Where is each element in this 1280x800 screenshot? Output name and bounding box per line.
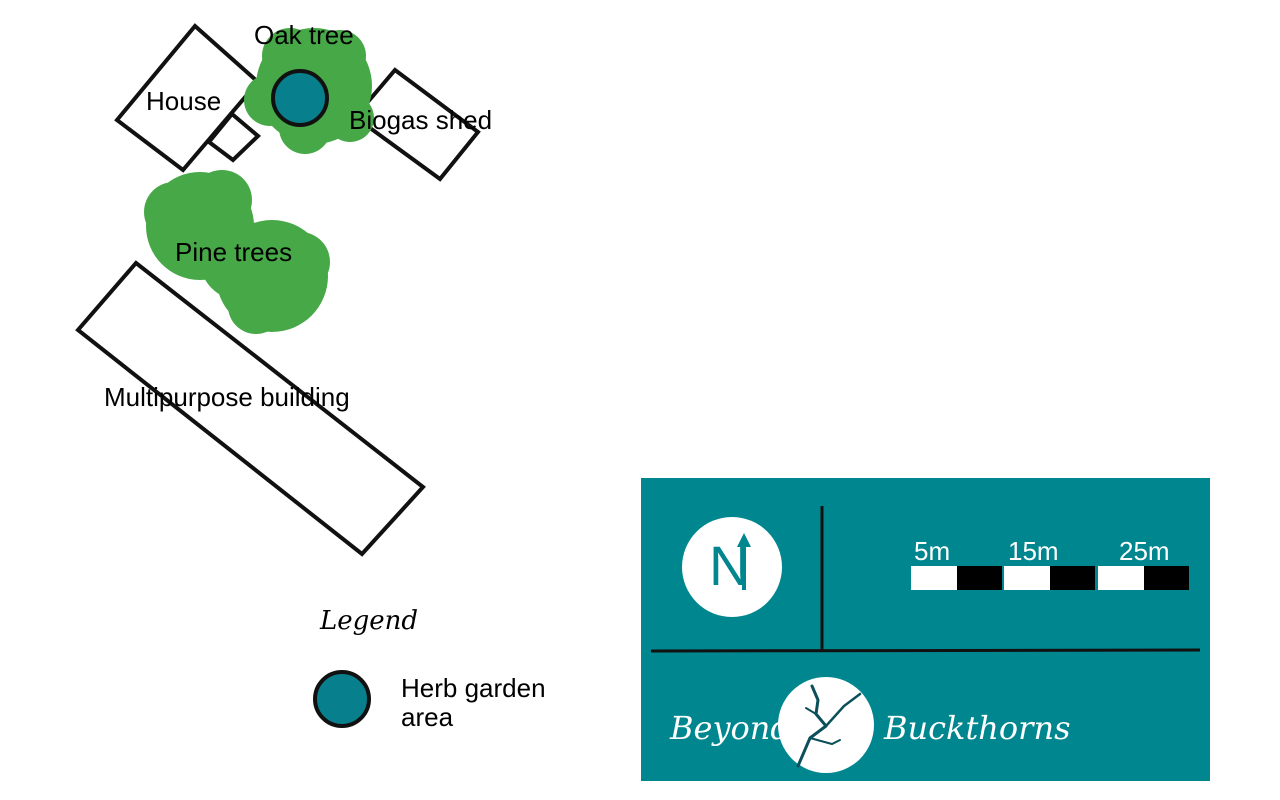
scale-label-15m: 15m [1008,536,1059,566]
biogas-shed-label: Biogas shed [349,105,493,135]
house-annex-outline[interactable] [206,111,261,163]
north-letter: N [709,534,750,597]
herb-garden-circle-icon [313,670,371,728]
brand-name-right: Buckthorns [884,709,1071,747]
multipurpose-building-outline[interactable] [75,260,426,557]
north-arrow-icon [682,517,782,617]
panel-horizontal-divider [650,648,1201,653]
multipurpose-building-label: Multipurpose building [104,382,350,412]
pine-trees-label: Pine trees [175,237,293,267]
scale-label-5m: 5m [914,536,951,566]
cracked-branch-logo-icon [778,677,874,773]
oak-tree-label: Oak tree [254,20,354,50]
house-label: House [146,86,222,116]
herb-garden-area-marker[interactable] [271,69,329,127]
scale-bar [911,566,1189,590]
brand-name-left: Beyond [670,709,791,747]
pine-trees-canopy[interactable] [144,170,330,334]
legend-title: Legend [320,606,419,636]
scale-label-25m: 25m [1119,536,1170,566]
legend-item-herb-garden-label: Herb garden area [401,673,546,732]
house-outline[interactable] [114,23,261,173]
